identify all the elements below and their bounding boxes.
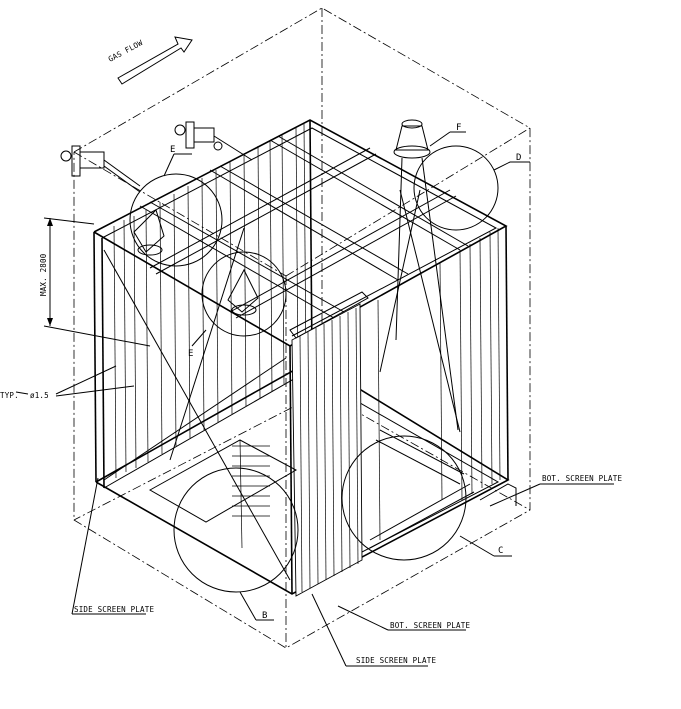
max-dimension-label: MAX. 2800 [39,253,48,296]
bot-screen-plate-right-callout: BOT. SCREEN PLATE [489,474,622,507]
bot-screen-plate-right-label: BOT. SCREEN PLATE [542,474,622,483]
callout-e-label: E [170,145,175,155]
gas-flow-label: GAS FLOW [107,38,145,64]
callout-g-label: E [188,349,193,359]
detail-circles [129,145,499,593]
gas-flow-arrow: GAS FLOW [107,36,193,85]
frame-structure [93,119,510,595]
back-screen-plates [113,123,307,479]
right-screen-plates [369,227,501,549]
callout-f: F [429,123,466,147]
callout-g: E [188,329,207,359]
bottom-screen-plate [148,429,517,549]
side-screen-plate-bottom-callout: SIDE SCREEN PLATE [311,593,436,667]
callout-f-label: F [456,123,461,133]
callout-b-label: B [262,611,267,621]
bot-screen-plate-bottom-label: BOT. SCREEN PLATE [390,621,470,630]
callout-b: B [239,591,274,621]
side-screen-plate-left-label: SIDE SCREEN PLATE [74,605,154,614]
typ-marker-label: ø1.5 [30,391,49,400]
height-dimension: MAX. 2800 [39,217,151,347]
nozzle-fittings [60,119,459,431]
callout-c: C [459,535,512,557]
callout-e: E [163,145,192,177]
front-side-screen-plates [289,291,369,597]
callout-c-label: C [498,546,503,556]
callout-d: D [493,153,530,171]
side-screen-plate-left-callout: SIDE SCREEN PLATE [71,477,154,615]
typ-marker: TYP. ø1.5 [0,365,135,400]
typ-label: TYP. [0,391,19,400]
side-screen-plate-bottom-label: SIDE SCREEN PLATE [356,656,436,665]
bot-screen-plate-bottom-callout: BOT. SCREEN PLATE [337,605,470,631]
callout-d-label: D [516,153,521,163]
